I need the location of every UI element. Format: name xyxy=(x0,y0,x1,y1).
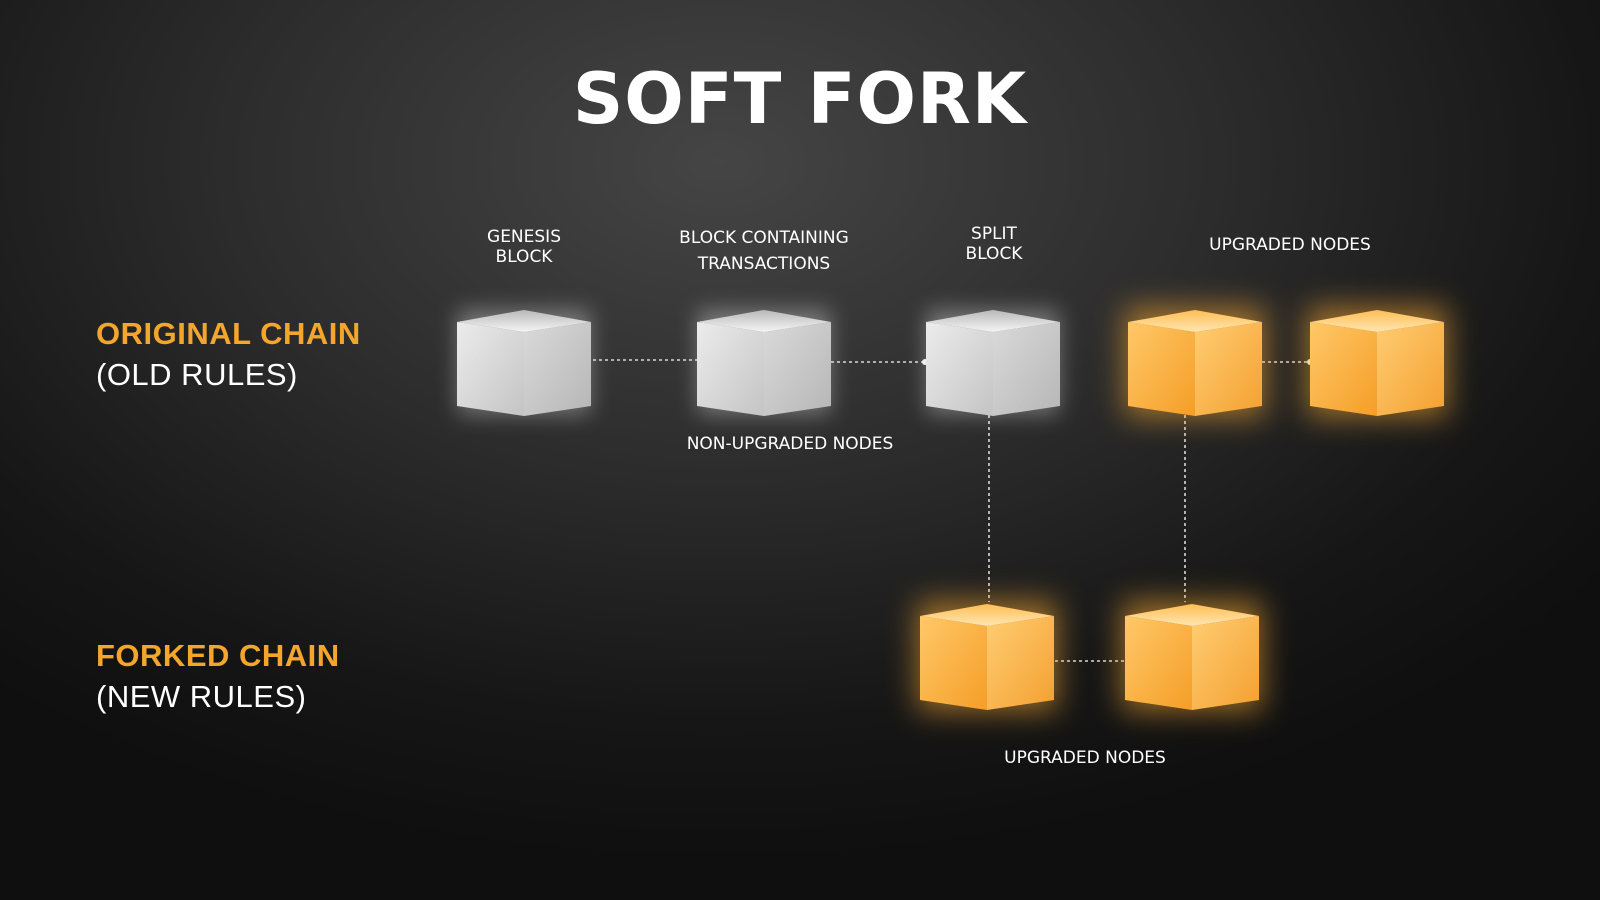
upgraded-block-cube-top-2 xyxy=(1307,307,1447,417)
genesis-block-label: GENESIS BLOCK xyxy=(487,227,561,267)
upgraded-nodes-bottom-label: UPGRADED NODES xyxy=(1004,748,1166,768)
forked-chain-name: FORKED CHAIN xyxy=(96,638,340,673)
forked-chain-label: FORKED CHAIN (NEW RULES) xyxy=(96,635,340,717)
original-chain-rules: (OLD RULES) xyxy=(96,357,298,392)
original-chain-label: ORIGINAL CHAIN (OLD RULES) xyxy=(96,313,361,395)
transactions-block-label: BLOCK CONTAINING TRANSACTIONS xyxy=(679,228,849,274)
upgraded-block-cube-bottom-1 xyxy=(917,601,1057,711)
connector-lines xyxy=(593,359,1310,662)
split-block-cube xyxy=(926,310,1060,416)
genesis-block-cube xyxy=(457,310,591,416)
upgraded-block-cube-top-1 xyxy=(1125,307,1265,417)
original-chain-name: ORIGINAL CHAIN xyxy=(96,316,361,351)
split-block-label: SPLIT BLOCK xyxy=(965,224,1023,264)
transactions-block-cube xyxy=(697,310,831,416)
upgraded-block-cube-bottom-2 xyxy=(1122,601,1262,711)
non-upgraded-nodes-label: NON-UPGRADED NODES xyxy=(686,434,894,454)
forked-chain-rules: (NEW RULES) xyxy=(96,679,307,714)
page-title: SOFT FORK xyxy=(572,58,1028,140)
upgraded-nodes-top-label: UPGRADED NODES xyxy=(1209,235,1371,255)
